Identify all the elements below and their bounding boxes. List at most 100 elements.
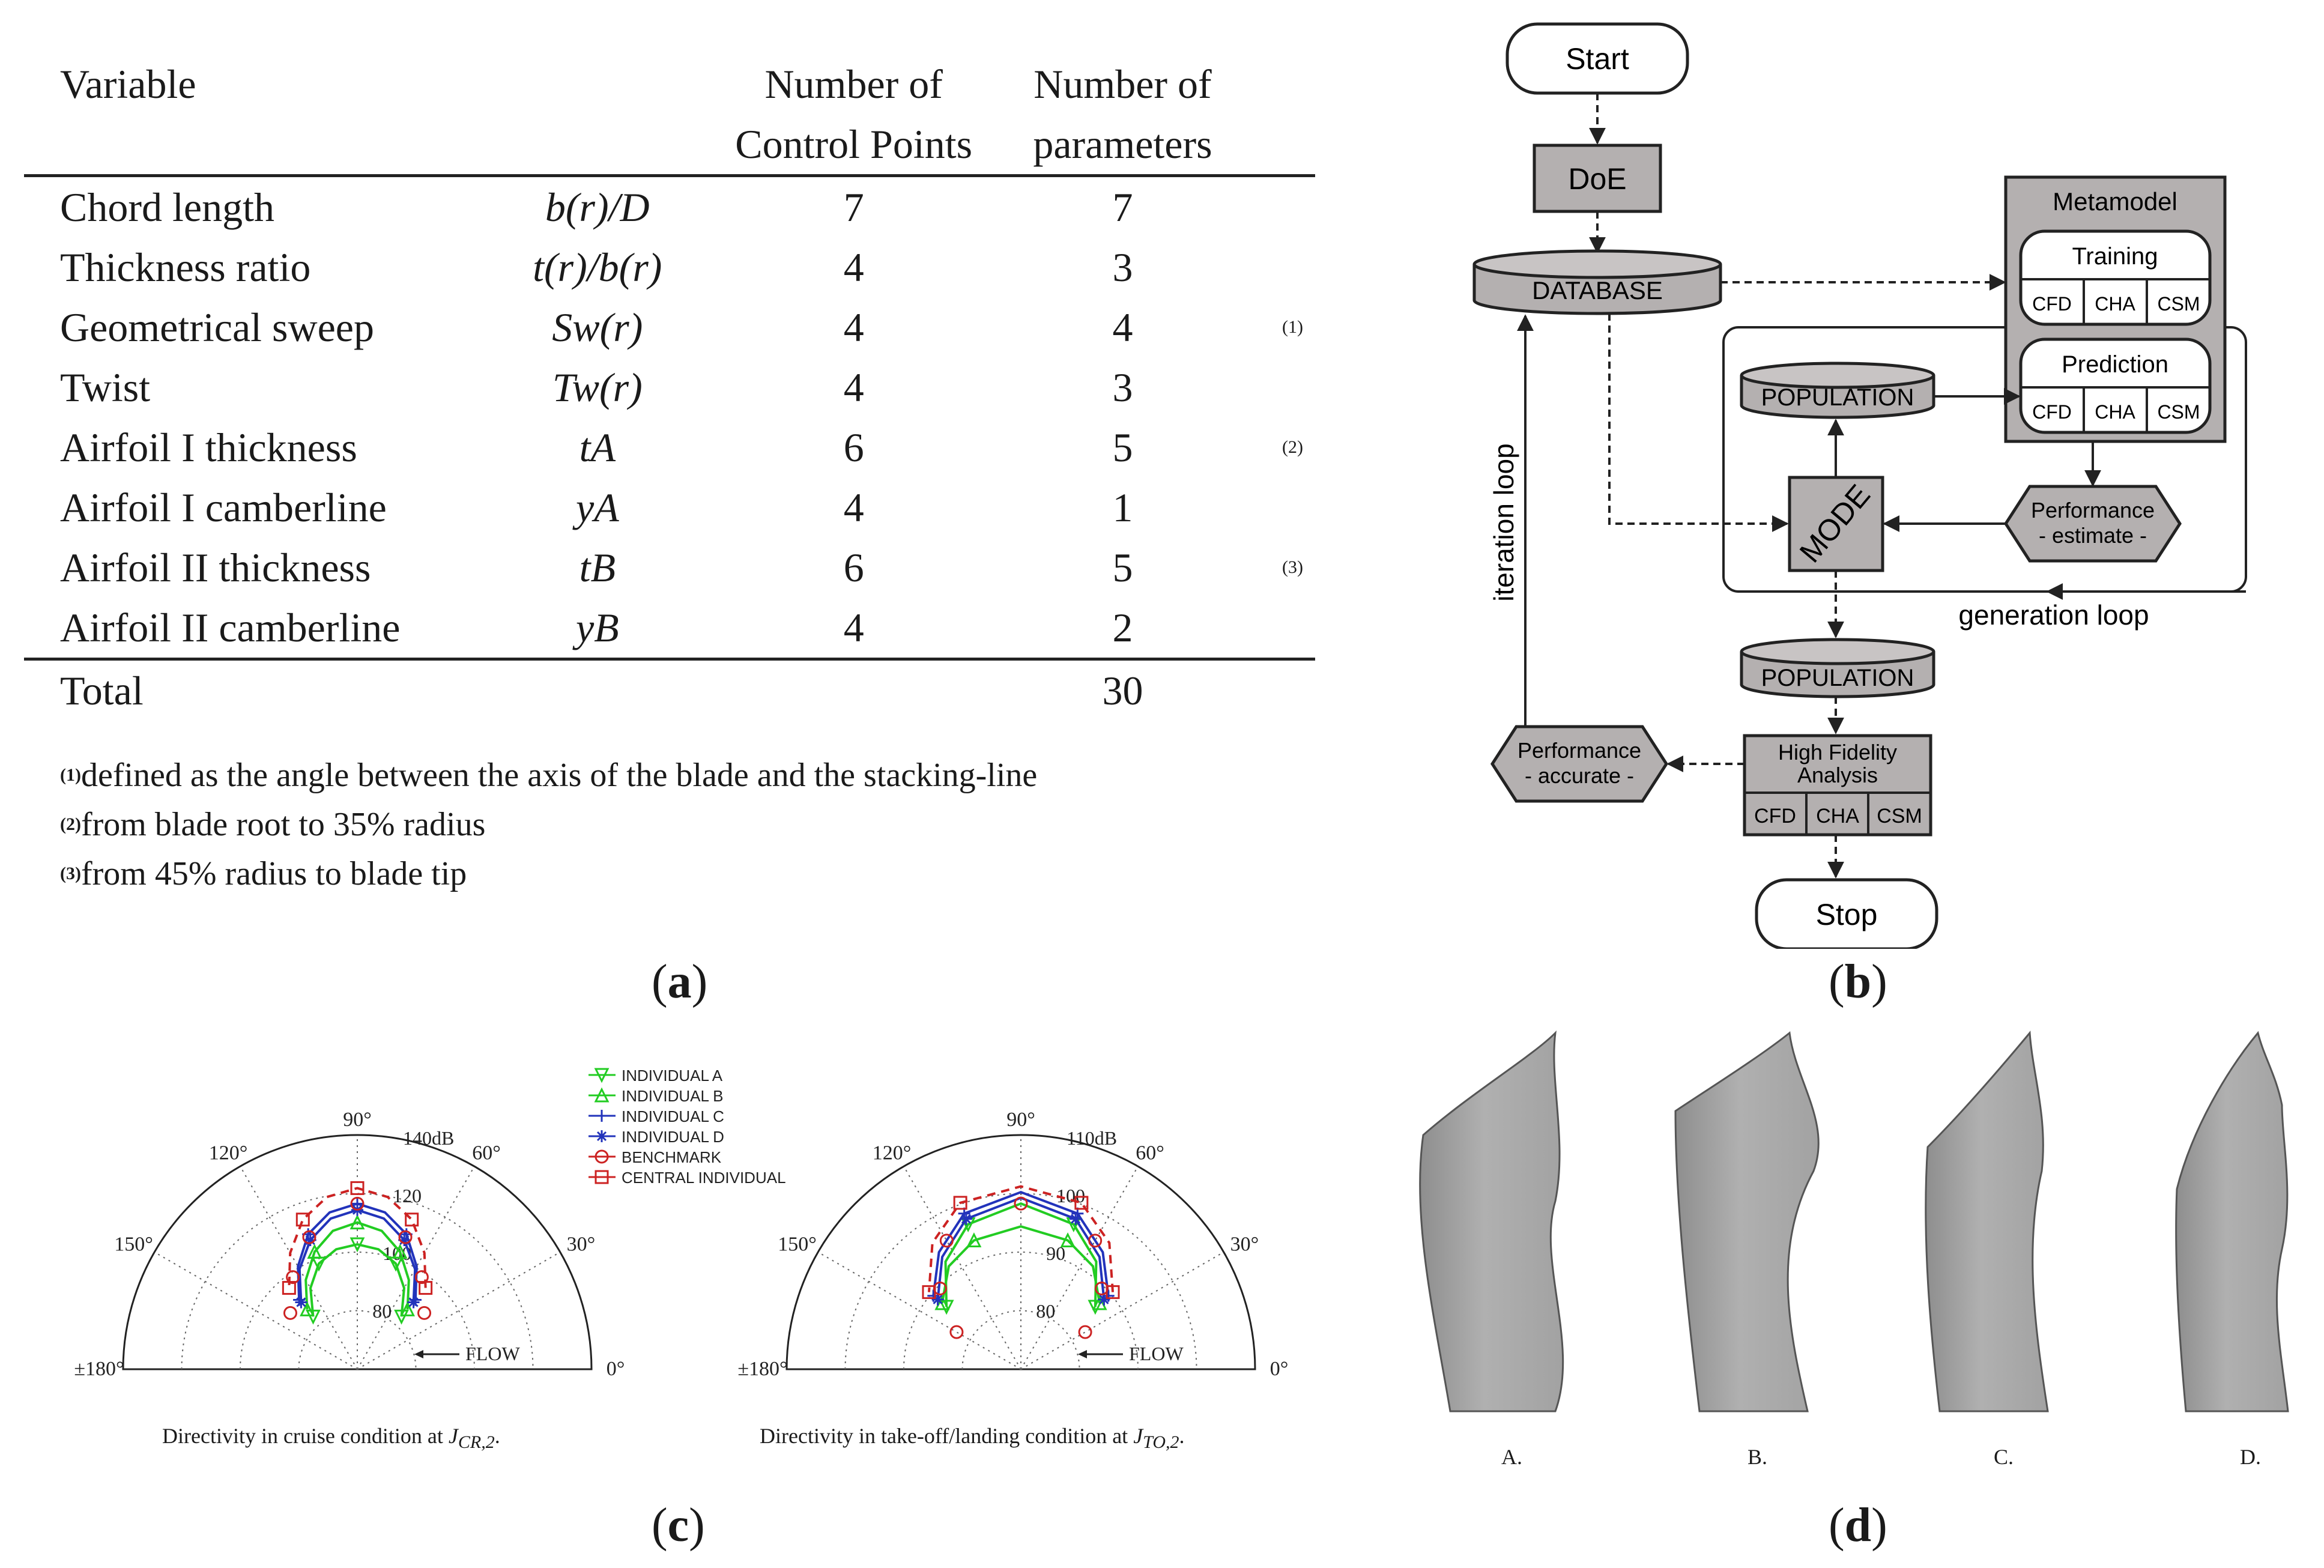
legend-marker [594, 1087, 610, 1103]
series-marker [283, 1306, 297, 1320]
series-marker [306, 1309, 321, 1325]
blade-d [2175, 1031, 2289, 1412]
svg-text:Performance: Performance [1518, 738, 1641, 763]
row-symbol: Sw(r) [552, 304, 643, 350]
svg-text:DoE: DoE [1568, 162, 1626, 196]
svg-text:- accurate -: - accurate - [1525, 763, 1634, 788]
series-marker [1088, 1300, 1103, 1315]
doe-box [1533, 144, 1662, 213]
polar-angle-label: 60° [472, 1142, 501, 1164]
polar-frame [785, 1134, 1256, 1370]
series-marker [1060, 1232, 1076, 1247]
row-ncp: 6 [843, 545, 864, 590]
generation-loop-label: generation loop [1958, 599, 2149, 631]
polar-angle-label: 150° [114, 1234, 153, 1256]
legend-marker [596, 1110, 608, 1122]
series-marker [933, 1281, 947, 1295]
series-marker [398, 1230, 413, 1244]
generation-loop-frame [1722, 326, 2247, 593]
row-ncp: 4 [843, 244, 864, 290]
row-note [1252, 176, 1315, 238]
row-note: (2) [1282, 437, 1303, 457]
svg-text:CFD: CFD [1754, 805, 1796, 828]
polar-radial-label: 140dB [403, 1127, 454, 1149]
row-ncp: 4 [843, 485, 864, 530]
training-label: Training [2072, 243, 2158, 270]
series-marker [1014, 1196, 1028, 1211]
row-note [1252, 237, 1315, 297]
row-note: (1) [1282, 317, 1303, 337]
series-marker [295, 1212, 310, 1227]
series-marker [939, 1234, 954, 1248]
panel-b-flowchart: Metamodel Training CFD CHA CSM Predictio… [1472, 22, 2247, 949]
polar-radial-label: 100 [1056, 1185, 1085, 1206]
flow-arrowhead [1078, 1350, 1087, 1358]
legend-marker [595, 1149, 609, 1164]
series-marker [934, 1295, 950, 1310]
row-name: Airfoil I thickness [60, 425, 357, 470]
row-symbol: yB [480, 598, 715, 661]
table-row: Chord length b(r)/D 7 7 [24, 176, 1315, 238]
prediction-box [2019, 338, 2212, 434]
row-np: 2 [993, 598, 1253, 661]
series-marker [1070, 1212, 1082, 1225]
legend-entry: CENTRAL INDIVIDUAL [622, 1169, 786, 1187]
svg-text:Stop: Stop [1816, 898, 1878, 931]
row-np: 1 [1112, 485, 1133, 530]
polar-caption-takeoff: Directivity in take-off/landing conditio… [760, 1424, 1185, 1453]
series-marker [1095, 1281, 1109, 1295]
series-marker [282, 1281, 296, 1295]
blade-label-b: B. [1748, 1445, 1768, 1469]
table-header-row-1: Variable Number of Number of [24, 54, 1315, 114]
row-symbol: tB [579, 545, 616, 590]
row-note [1252, 357, 1315, 417]
table-body: Chord length b(r)/D 7 7 Thickness ratio … [24, 176, 1315, 661]
polar-angle-label: 90° [343, 1109, 372, 1131]
series-marker [922, 1285, 936, 1300]
series-line [309, 1243, 406, 1317]
polar-angle-label: 90° [1006, 1109, 1035, 1131]
table-row: Airfoil I camberline yA 4 1 [24, 477, 1315, 537]
blade-a [1419, 1030, 1564, 1412]
high-fidelity-analysis-box [1743, 734, 1932, 837]
total-label: Total [60, 668, 144, 713]
footnote-3: (3)from 45% radius to blade tip [60, 855, 467, 892]
header-np-line1: Number of [1033, 61, 1212, 107]
polar-angle-label: 0° [607, 1358, 625, 1380]
total-value: 30 [1102, 668, 1143, 713]
legend-entry: INDIVIDUAL D [622, 1128, 724, 1146]
table-row: Geometrical sweep Sw(r) 4 4 (1) [24, 297, 1315, 357]
row-np: 7 [1112, 184, 1133, 230]
legend-entry: INDIVIDUAL A [622, 1067, 723, 1085]
series-marker [350, 1181, 365, 1195]
series-line [304, 1221, 410, 1310]
flow-label: FLOW [1129, 1343, 1184, 1364]
training-box [2019, 229, 2212, 326]
header-ncp-line2: Control Points [714, 114, 993, 177]
svg-text:- estimate -: - estimate - [2039, 523, 2147, 548]
panel-c-polar-plots: ±180°150°120°90°60°30°0°80100120140dBFLO… [74, 1067, 1288, 1380]
polar-angle-label: 120° [873, 1142, 912, 1164]
population-cylinder-final: POPULATION [1740, 638, 1935, 698]
row-note: (3) [1282, 557, 1303, 577]
panel-d-blade-shapes [1419, 1030, 2289, 1412]
prediction-label: Prediction [2062, 351, 2168, 378]
header-variable: Variable [60, 61, 196, 107]
series-marker [1098, 1293, 1110, 1306]
row-note [1252, 477, 1315, 537]
polar-angle-label: 120° [209, 1142, 248, 1164]
svg-text:Performance: Performance [2031, 498, 2155, 522]
polar-angle-label: ±180° [737, 1358, 787, 1380]
series-marker [966, 1232, 982, 1247]
row-name: Thickness ratio [60, 244, 311, 290]
row-np: 4 [1112, 304, 1133, 350]
series-marker [350, 1214, 365, 1230]
blade-b [1674, 1031, 1820, 1412]
footnote-2: (2)from blade root to 35% radius [60, 806, 486, 843]
table-footnotes: (1)defined as the angle between the axis… [24, 751, 1333, 898]
legend-marker [595, 1170, 609, 1184]
svg-text:POPULATION: POPULATION [1761, 384, 1914, 411]
series-marker [949, 1325, 964, 1339]
series-line [288, 1187, 427, 1288]
panel-label-d: (d) [1829, 1499, 1887, 1552]
